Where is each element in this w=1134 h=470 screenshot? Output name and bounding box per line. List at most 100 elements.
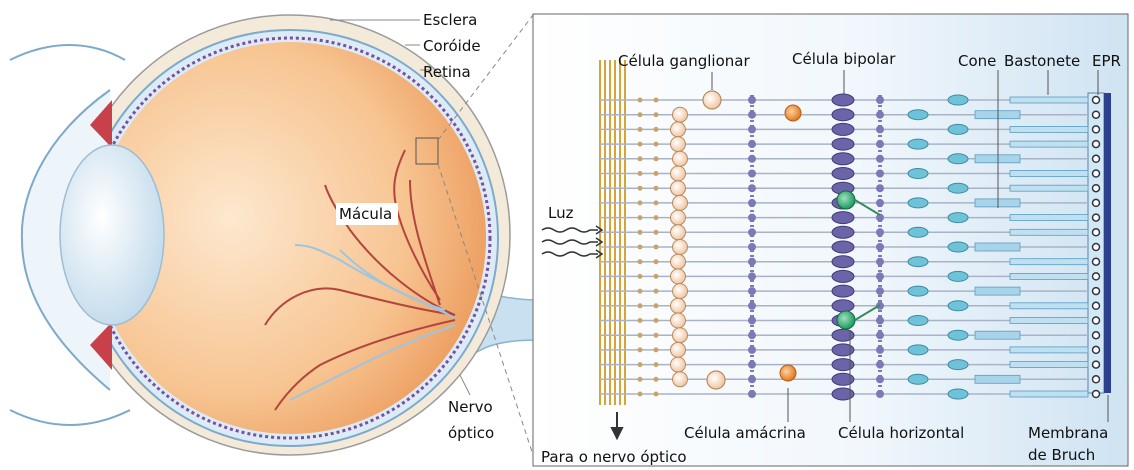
label-to-optic-nerve: Para o nervo óptico (541, 448, 687, 466)
fiber-node (638, 156, 643, 161)
rpe-cell (1093, 258, 1100, 265)
synapse-node (748, 375, 756, 383)
synapse-node (748, 125, 756, 133)
label-bipolar-cell: Célula bipolar (792, 50, 896, 68)
synapse-node (876, 375, 884, 383)
photoreceptor-nucleus (908, 110, 928, 120)
fiber-node (638, 186, 643, 191)
rpe-cell (1093, 199, 1100, 206)
rpe-cell (1093, 317, 1100, 324)
photoreceptor-nucleus (908, 169, 928, 179)
label-bruch-1: Membrana (1028, 424, 1108, 442)
bipolar-cell (832, 123, 854, 135)
rpe-cell (1093, 391, 1100, 398)
fiber-node (654, 200, 659, 205)
bipolar-cell (832, 388, 854, 400)
rpe-cell (1093, 229, 1100, 236)
bipolar-cell (832, 138, 854, 150)
rod-outer-segment (1010, 171, 1088, 177)
rod-outer-segment (1010, 141, 1088, 147)
ganglion-cell (671, 254, 686, 269)
photoreceptor-nucleus (948, 183, 968, 193)
synapse-node (876, 199, 884, 207)
retina-detail-panel (533, 14, 1128, 466)
photoreceptor-nucleus (908, 198, 928, 208)
label-rpe: EPR (1092, 52, 1121, 70)
photoreceptor-nucleus (948, 213, 968, 223)
synapse-node (876, 155, 884, 163)
synapse-node (748, 272, 756, 280)
synapse-node (748, 96, 756, 104)
rpe-cell (1093, 126, 1100, 133)
fiber-node (638, 289, 643, 294)
synapse-node (876, 140, 884, 148)
label-rod: Bastonete (1004, 52, 1080, 70)
ganglion-cell (671, 269, 686, 284)
photoreceptor-nucleus (908, 139, 928, 149)
rpe-cell (1093, 155, 1100, 162)
horizontal-cell (837, 311, 855, 329)
ganglion-cell (673, 107, 688, 122)
synapse-node (748, 140, 756, 148)
fiber-node (638, 98, 643, 103)
label-optic-nerve-1: Nervo (448, 398, 493, 416)
photoreceptor-nucleus (948, 330, 968, 340)
bipolar-cell (832, 270, 854, 282)
fiber-node (654, 362, 659, 367)
fiber-node (638, 112, 643, 117)
ganglion-cell (671, 210, 686, 225)
fiber-node (654, 142, 659, 147)
synapse-node (748, 214, 756, 222)
amacrine-cell (785, 105, 801, 121)
rpe-cell (1093, 170, 1100, 177)
photoreceptor-nucleus (948, 360, 968, 370)
synapse-node (748, 184, 756, 192)
label-retina: Retina (423, 63, 471, 81)
synapse-node (876, 317, 884, 325)
fiber-node (654, 274, 659, 279)
bipolar-cell (832, 226, 854, 238)
fiber-node (654, 230, 659, 235)
photoreceptor-nucleus (948, 95, 968, 105)
rpe-cell (1093, 376, 1100, 383)
rpe-cell (1093, 332, 1100, 339)
rod-outer-segment (1010, 215, 1088, 221)
fiber-node (638, 230, 643, 235)
fiber-node (638, 377, 643, 382)
synapse-node (876, 111, 884, 119)
photoreceptor-nucleus (908, 286, 928, 296)
synapse-node (748, 331, 756, 339)
fiber-node (638, 362, 643, 367)
bipolar-cell (832, 285, 854, 297)
ganglion-cell (673, 284, 688, 299)
label-horizontal-cell: Célula horizontal (838, 424, 964, 442)
rpe-cell (1093, 273, 1100, 280)
rpe-cell (1093, 185, 1100, 192)
rpe-cell (1093, 97, 1100, 104)
bipolar-cell (832, 344, 854, 356)
ganglion-cell (671, 122, 686, 137)
ganglion-cell (671, 225, 686, 240)
synapse-node (748, 317, 756, 325)
synapse-node (876, 228, 884, 236)
synapse-node (748, 228, 756, 236)
fiber-node (654, 377, 659, 382)
fiber-node (654, 215, 659, 220)
bipolar-cell (832, 153, 854, 165)
synapse-node (876, 390, 884, 398)
rod-outer-segment (1010, 273, 1088, 279)
synapse-node (876, 346, 884, 354)
bipolar-cell (832, 109, 854, 121)
rod-outer-segment (1010, 185, 1088, 191)
bipolar-cell (832, 300, 854, 312)
fiber-node (654, 318, 659, 323)
fiber-node (654, 289, 659, 294)
ganglion-cell (673, 328, 688, 343)
photoreceptor-nucleus (908, 227, 928, 237)
fiber-node (654, 347, 659, 352)
rpe-cell (1093, 244, 1100, 251)
synapse-node (748, 287, 756, 295)
rod-outer-segment (1010, 97, 1088, 103)
